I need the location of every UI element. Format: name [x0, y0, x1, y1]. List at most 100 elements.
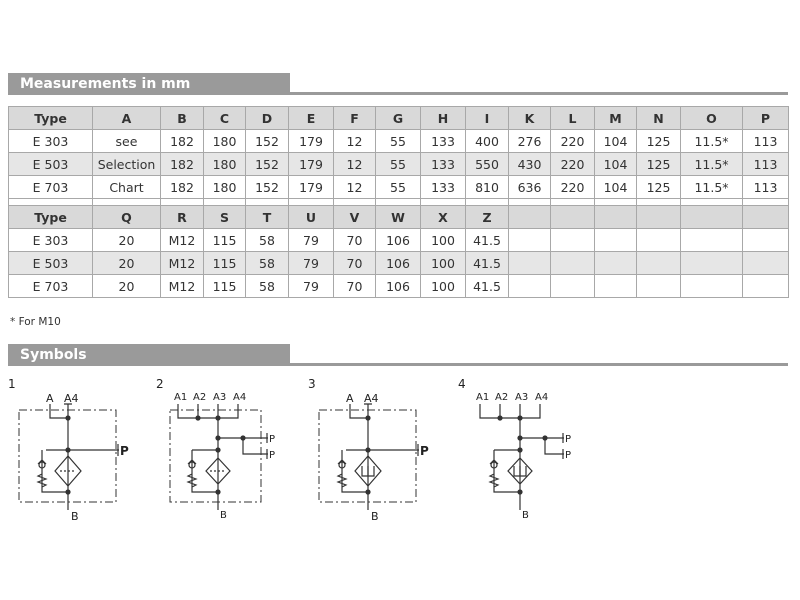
table-cell: 70: [333, 251, 376, 275]
svg-text:B: B: [522, 510, 529, 521]
symbol-3: 3 A A4 P B: [308, 377, 429, 523]
svg-text:P: P: [269, 450, 275, 461]
table-cell: 636: [508, 175, 551, 199]
table-cell: 55: [375, 152, 421, 176]
table-cell: 106: [375, 251, 421, 275]
table-cell: 179: [288, 152, 334, 176]
column-header: F: [333, 106, 376, 130]
column-header: Z: [465, 205, 509, 229]
separator-cell: [420, 198, 466, 206]
table-cell: [742, 274, 789, 298]
table-cell: 70: [333, 274, 376, 298]
svg-text:P: P: [120, 444, 129, 458]
table-cell: 58: [245, 251, 289, 275]
table-cell: E 303: [8, 129, 93, 153]
svg-text:3: 3: [308, 377, 316, 391]
table-cell: 400: [465, 129, 509, 153]
column-header: [636, 205, 681, 229]
svg-text:A4: A4: [535, 392, 548, 403]
table-cell: [550, 228, 595, 252]
table-cell: E 303: [8, 228, 93, 252]
column-header: V: [333, 205, 376, 229]
table-cell: 100: [420, 228, 466, 252]
svg-text:A2: A2: [193, 392, 206, 403]
column-header: I: [465, 106, 509, 130]
column-header: M: [594, 106, 637, 130]
svg-text:P: P: [269, 434, 275, 445]
table-cell: E 503: [8, 251, 93, 275]
table-cell: 179: [288, 175, 334, 199]
table-cell: 430: [508, 152, 551, 176]
column-header: R: [160, 205, 204, 229]
table-cell: 180: [203, 152, 246, 176]
svg-text:2: 2: [156, 377, 164, 391]
table-cell: [636, 274, 681, 298]
table-cell: 20: [92, 228, 161, 252]
table-cell: [742, 251, 789, 275]
table-cell: Selection: [92, 152, 161, 176]
table-cell: 220: [550, 175, 595, 199]
table-cell: [680, 228, 743, 252]
column-header: T: [245, 205, 289, 229]
table-cell: 133: [420, 129, 466, 153]
table-cell: 11.5*: [680, 175, 743, 199]
svg-text:B: B: [220, 510, 227, 521]
separator-cell: [594, 198, 637, 206]
symbol-4: 4 A1 A2 A3 A4 P P B: [458, 377, 571, 521]
table-cell: 125: [636, 129, 681, 153]
table-cell: 104: [594, 152, 637, 176]
svg-text:A1: A1: [476, 392, 489, 403]
column-header: Q: [92, 205, 161, 229]
table-cell: [594, 251, 637, 275]
table-cell: Chart: [92, 175, 161, 199]
table-cell: [594, 274, 637, 298]
table-cell: 133: [420, 152, 466, 176]
table-cell: 12: [333, 175, 376, 199]
table-cell: 70: [333, 228, 376, 252]
table-cell: 55: [375, 175, 421, 199]
measurements-heading: Measurements in mm: [8, 73, 290, 95]
table-cell: 41.5: [465, 251, 509, 275]
table-cell: 41.5: [465, 228, 509, 252]
table-cell: E 703: [8, 175, 93, 199]
table-cell: 106: [375, 274, 421, 298]
separator-cell: [160, 198, 204, 206]
table-cell: 11.5*: [680, 152, 743, 176]
svg-text:A3: A3: [515, 392, 528, 403]
table-cell: 12: [333, 152, 376, 176]
separator-cell: [680, 198, 743, 206]
table-cell: 58: [245, 228, 289, 252]
separator-cell: [8, 198, 93, 206]
table-cell: [636, 228, 681, 252]
separator-cell: [375, 198, 421, 206]
separator-cell: [550, 198, 595, 206]
symbols-heading: Symbols: [8, 344, 290, 366]
column-header: [680, 205, 743, 229]
svg-text:A4: A4: [364, 392, 379, 405]
table-cell: see: [92, 129, 161, 153]
svg-text:P: P: [565, 450, 571, 461]
column-header: P: [742, 106, 789, 130]
table-cell: 182: [160, 175, 204, 199]
table-cell: 113: [742, 152, 789, 176]
svg-text:A4: A4: [64, 392, 79, 405]
symbols-divider: [8, 363, 788, 366]
column-header: Type: [8, 106, 93, 130]
table-cell: 133: [420, 175, 466, 199]
svg-text:A: A: [46, 392, 54, 405]
table-cell: [594, 228, 637, 252]
table-cell: 100: [420, 274, 466, 298]
svg-text:A: A: [346, 392, 354, 405]
table-cell: M12: [160, 274, 204, 298]
separator-cell: [636, 198, 681, 206]
table-cell: [680, 274, 743, 298]
table-cell: 115: [203, 228, 246, 252]
separator-cell: [508, 198, 551, 206]
table-cell: 220: [550, 152, 595, 176]
table-cell: 125: [636, 175, 681, 199]
table-cell: 115: [203, 274, 246, 298]
